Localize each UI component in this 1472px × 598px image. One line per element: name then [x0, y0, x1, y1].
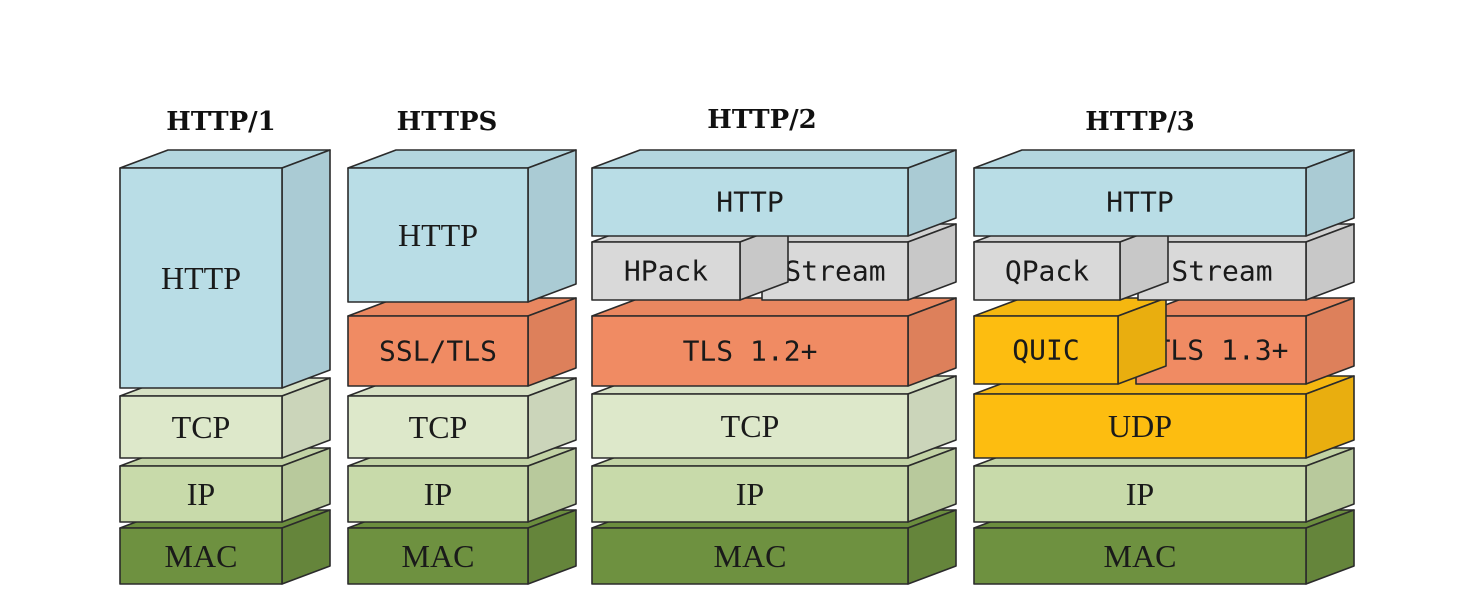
layer-front-face [347, 465, 529, 523]
layer-label: HTTP [1106, 186, 1173, 219]
layer-label: Stream [784, 255, 885, 288]
layer-https-tcp: TCP [347, 377, 577, 459]
title-http2: HTTP/2 [707, 105, 816, 135]
layer-http3-ip: IP [973, 447, 1355, 523]
layer-http3-mac: MAC [973, 509, 1355, 585]
layer-front-face [347, 315, 529, 387]
layer-http3-http: HTTP [973, 149, 1355, 237]
layer-label: MAC [1104, 538, 1177, 574]
layer-front-face [973, 167, 1307, 237]
layer-http1-http: HTTP [119, 149, 331, 389]
layer-http1-tcp: TCP [119, 377, 331, 459]
layer-front-face [591, 167, 909, 237]
layer-http3-udp: UDP [973, 375, 1355, 459]
layer-front-face [119, 395, 283, 459]
layer-front-face [347, 167, 529, 303]
layer-http3-stream: Stream [1137, 223, 1355, 301]
layer-label: Stream [1171, 255, 1272, 288]
layer-label: IP [424, 476, 452, 512]
layer-https-http: HTTP [347, 149, 577, 303]
layer-front-face [973, 393, 1307, 459]
layer-http1-ip: IP [119, 447, 331, 523]
layer-front-face [973, 241, 1121, 301]
layer-http2-tcp: TCP [591, 375, 957, 459]
layer-front-face [119, 527, 283, 585]
layer-label: HPack [624, 255, 708, 288]
layer-side-face [281, 149, 331, 389]
layer-https-ip: IP [347, 447, 577, 523]
layer-boxes: MAC IP TCP HTTP MAC IP TCP SSL/TLS HTTP MAC IP TCP T… [119, 149, 1355, 585]
layer-front-face [119, 167, 283, 389]
layer-http2-http: HTTP [591, 149, 957, 237]
layer-label: HTTP [161, 260, 241, 296]
layer-side-face [527, 149, 577, 303]
title-http3: HTTP/3 [1085, 107, 1194, 137]
layer-http3-quic: QUIC [973, 297, 1167, 385]
layer-label: SSL/TLS [379, 335, 497, 368]
layer-label: TLS 1.3+ [1154, 334, 1289, 367]
layer-front-face [347, 395, 529, 459]
layer-label: MAC [402, 538, 475, 574]
layer-https-ssl-tls: SSL/TLS [347, 297, 577, 387]
layer-label: TCP [721, 408, 780, 444]
layer-label: IP [736, 476, 764, 512]
layer-front-face [591, 527, 909, 585]
layer-front-face [591, 241, 741, 301]
layer-label: TLS 1.2+ [683, 335, 818, 368]
layer-label: IP [187, 476, 215, 512]
stack-titles: HTTP/1 HTTPS HTTP/2 HTTP/3 [166, 105, 1194, 137]
layer-label: MAC [714, 538, 787, 574]
layer-label: UDP [1108, 408, 1172, 444]
layer-label: IP [1126, 476, 1154, 512]
layer-front-face [119, 465, 283, 523]
layer-label: QUIC [1012, 334, 1079, 367]
title-https: HTTPS [397, 107, 498, 137]
layer-front-face [591, 315, 909, 387]
layer-top-face [973, 149, 1355, 169]
layer-label: TCP [172, 409, 231, 445]
layer-label: HTTP [716, 186, 783, 219]
layer-front-face [591, 465, 909, 523]
layer-label: MAC [165, 538, 238, 574]
layer-label: QPack [1005, 255, 1089, 288]
layer-front-face [347, 527, 529, 585]
layer-http2-ip: IP [591, 447, 957, 523]
layer-front-face [973, 315, 1119, 385]
layer-label: HTTP [398, 217, 478, 253]
layer-http3-tls: TLS 1.3+ [1135, 297, 1355, 385]
layer-label: TCP [409, 409, 468, 445]
layer-http1-mac: MAC [119, 509, 331, 585]
layer-top-face [591, 149, 957, 169]
layer-front-face [591, 393, 909, 459]
title-http1: HTTP/1 [166, 107, 275, 137]
layer-front-face [973, 465, 1307, 523]
layer-front-face [973, 527, 1307, 585]
layer-http2-tls: TLS 1.2+ [591, 297, 957, 387]
